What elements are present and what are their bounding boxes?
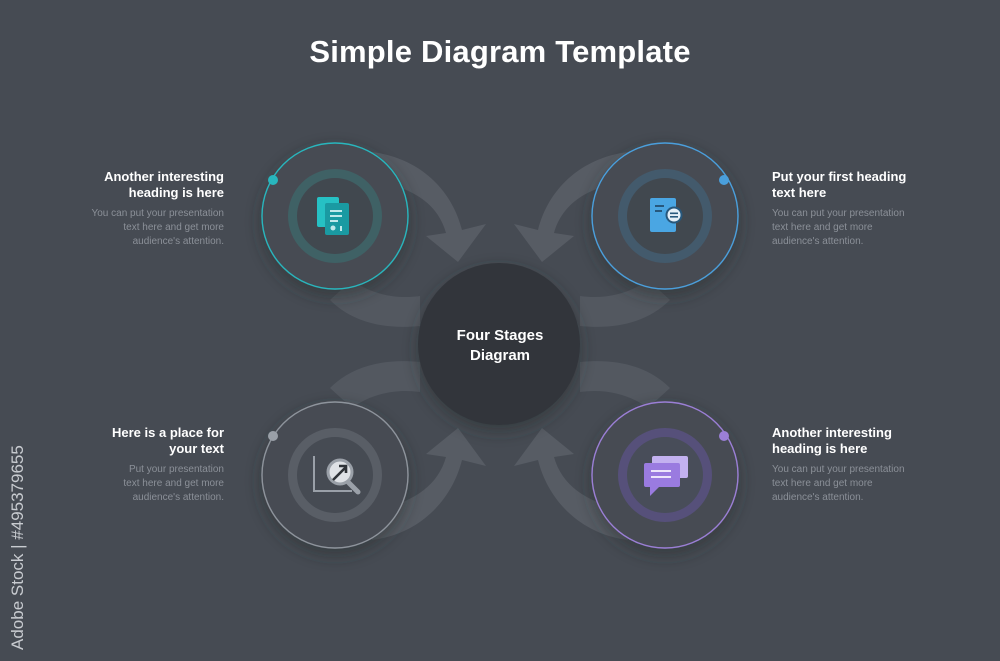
stage-heading-top-right: Put your first heading text here [772,169,907,200]
stage-text-top-right: Put your first heading text here You can… [772,169,972,249]
stage-dot-top-left [268,175,278,185]
stage-text-top-left: Another interesting heading is here You … [24,169,224,249]
stage-node-top-right [591,142,739,290]
center-circle [418,263,580,425]
chat-bubbles-icon [644,456,688,496]
stage-ring-bottom-right [591,401,739,549]
center-label-line1: Four Stages [456,327,544,344]
stage-body-bottom-left: Put your presentation text here and get … [123,464,224,503]
stage-ring-bottom-left [261,401,409,549]
stage-dot-top-right [719,175,729,185]
arrow-bottom-left [372,428,486,540]
stage-body-bottom-right: You can put your presentation text here … [772,464,905,503]
arrow-bottom-right [514,428,628,540]
stage-node-bottom-left [261,401,409,549]
chart-magnifier-icon [313,456,361,495]
arrow-top-left [372,152,486,262]
arrow-tail-left-top [330,280,420,327]
stock-watermark-id: Adobe Stock | #495379655 [8,445,27,650]
arrow-top-right [514,152,628,262]
stage-text-bottom-left: Here is a place for your text Put your p… [24,425,224,505]
stage-heading-bottom-right: Another interesting heading is here [772,425,892,456]
stage-text-bottom-right: Another interesting heading is here You … [772,425,972,505]
arrow-tail-left-bottom [330,361,420,408]
stage-ring-top-left [261,142,409,290]
stage-body-top-left: You can put your presentation text here … [91,208,224,247]
stage-dot-bottom-left [268,431,278,441]
stage-node-bottom-right [591,401,739,549]
center-label-line2: Diagram [469,347,531,364]
stage-node-top-left [261,142,409,290]
center-label: Four Stages Diagram [420,326,580,366]
stage-body-top-right: You can put your presentation text here … [772,208,905,247]
arrow-tail-right-bottom [580,361,670,408]
document-search-icon [650,198,683,232]
documents-icon [317,197,349,235]
stage-dot-bottom-right [719,431,729,441]
stage-ring-top-right [591,142,739,290]
stage-heading-bottom-left: Here is a place for your text [112,425,224,456]
diagram-title: Simple Diagram Template [309,34,691,69]
arrow-tail-right-top [580,280,670,327]
connector-arrows [330,152,670,540]
stage-heading-top-left: Another interesting heading is here [104,169,224,200]
